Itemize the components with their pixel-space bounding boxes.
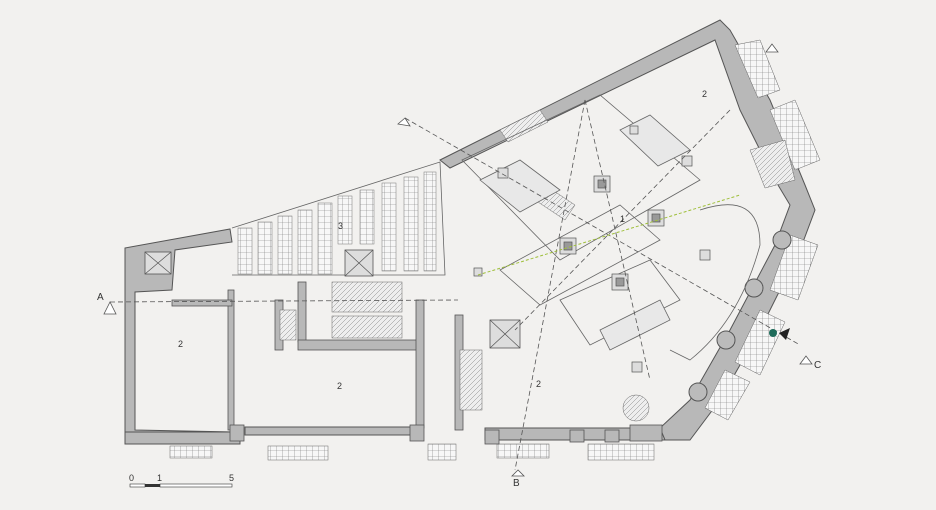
section-line-a [109, 299, 459, 303]
green-sight-line [477, 194, 741, 276]
seat-block [381, 182, 397, 272]
scale-bar: 0 1 5 [129, 473, 234, 488]
sight-line [514, 109, 731, 331]
seating-outline [231, 161, 446, 276]
stage-block [619, 114, 691, 167]
section-label-b: B [513, 478, 520, 489]
wall [415, 299, 425, 429]
entry-tiles [427, 443, 457, 461]
stair-flight [749, 139, 796, 189]
pier [604, 429, 620, 443]
sight-lines [477, 194, 741, 276]
seating-rows [237, 171, 437, 275]
terrace-tiles [769, 234, 819, 301]
wall [227, 289, 235, 431]
seat-block [359, 189, 375, 245]
pillar [681, 155, 693, 167]
room-label-2-bottom-right: 2 [536, 379, 541, 389]
pier [569, 429, 585, 443]
scale-bar-light [159, 483, 233, 488]
bottom-wall-center [244, 426, 421, 436]
section-label-c: C [814, 360, 821, 371]
stairs [279, 109, 796, 422]
scale-label-1: 1 [157, 473, 162, 483]
stage-outline [461, 94, 701, 261]
columns [688, 230, 792, 402]
curved-wall [669, 204, 761, 361]
stair-flight [459, 349, 483, 411]
pillar [473, 267, 483, 277]
wall [297, 281, 307, 343]
pier [484, 429, 500, 445]
terrace-tiles [734, 309, 786, 376]
section-line-c [404, 117, 801, 346]
seat-block [277, 215, 293, 275]
section-line-b [514, 99, 586, 471]
viewpoint-marker [769, 329, 777, 337]
seat-block [297, 209, 313, 275]
stair-flight [331, 315, 403, 339]
column [772, 230, 792, 250]
room-label-2-top-right: 2 [702, 89, 707, 99]
bottom-wall-left [124, 431, 241, 445]
terrace-tiles [704, 369, 751, 421]
exterior-tiles [169, 39, 821, 461]
section-arrow-b [511, 469, 525, 477]
room-label-1: 1 [620, 214, 625, 224]
spiral-stair [622, 394, 650, 422]
entry-tiles [587, 443, 655, 461]
section-arrow-d [397, 117, 411, 127]
seat-block [317, 202, 333, 275]
stage-outline [499, 204, 661, 306]
room-label-2-center: 2 [337, 381, 342, 391]
stage-outline [559, 259, 681, 346]
section-arrow-e [765, 43, 779, 53]
stair-flight [279, 309, 297, 341]
entry-tiles [496, 443, 550, 459]
wall [171, 299, 233, 307]
column [716, 330, 736, 350]
pillar [699, 249, 711, 261]
seat-block [423, 171, 437, 272]
elevator-marks [144, 249, 521, 349]
pillar [629, 125, 639, 135]
pillar [631, 361, 643, 373]
terrace-tiles [734, 39, 781, 99]
wall [629, 424, 663, 442]
interior-walls [144, 249, 663, 445]
wall [297, 339, 424, 351]
scale-bar-segment [129, 483, 146, 488]
column [688, 382, 708, 402]
room-label-3: 3 [338, 221, 343, 231]
stair-flight [331, 281, 403, 313]
section-lines [109, 99, 801, 471]
room-label-2-left: 2 [178, 339, 183, 349]
entry-tiles [169, 445, 213, 459]
viewpoint-arrow [779, 328, 790, 340]
seat-block [337, 195, 353, 245]
section-label-a: A [97, 292, 104, 303]
section-arrows [103, 43, 813, 477]
section-arrow-a [103, 301, 117, 315]
pillar [597, 179, 607, 189]
pillar [497, 167, 509, 179]
left-wing-wall [124, 228, 236, 445]
scale-label-0: 0 [129, 473, 134, 483]
pillar [563, 241, 573, 251]
stair-flight [499, 109, 549, 143]
pier [229, 424, 245, 442]
section-arrow-c [799, 355, 813, 365]
pier [409, 424, 425, 442]
entry-tiles [267, 445, 329, 461]
seat-block [237, 227, 253, 275]
pillar [651, 213, 661, 223]
stage-block [599, 299, 671, 351]
seat-block [403, 176, 419, 272]
seat-block [257, 221, 273, 275]
pillar [615, 277, 625, 287]
scale-label-5: 5 [229, 473, 234, 483]
